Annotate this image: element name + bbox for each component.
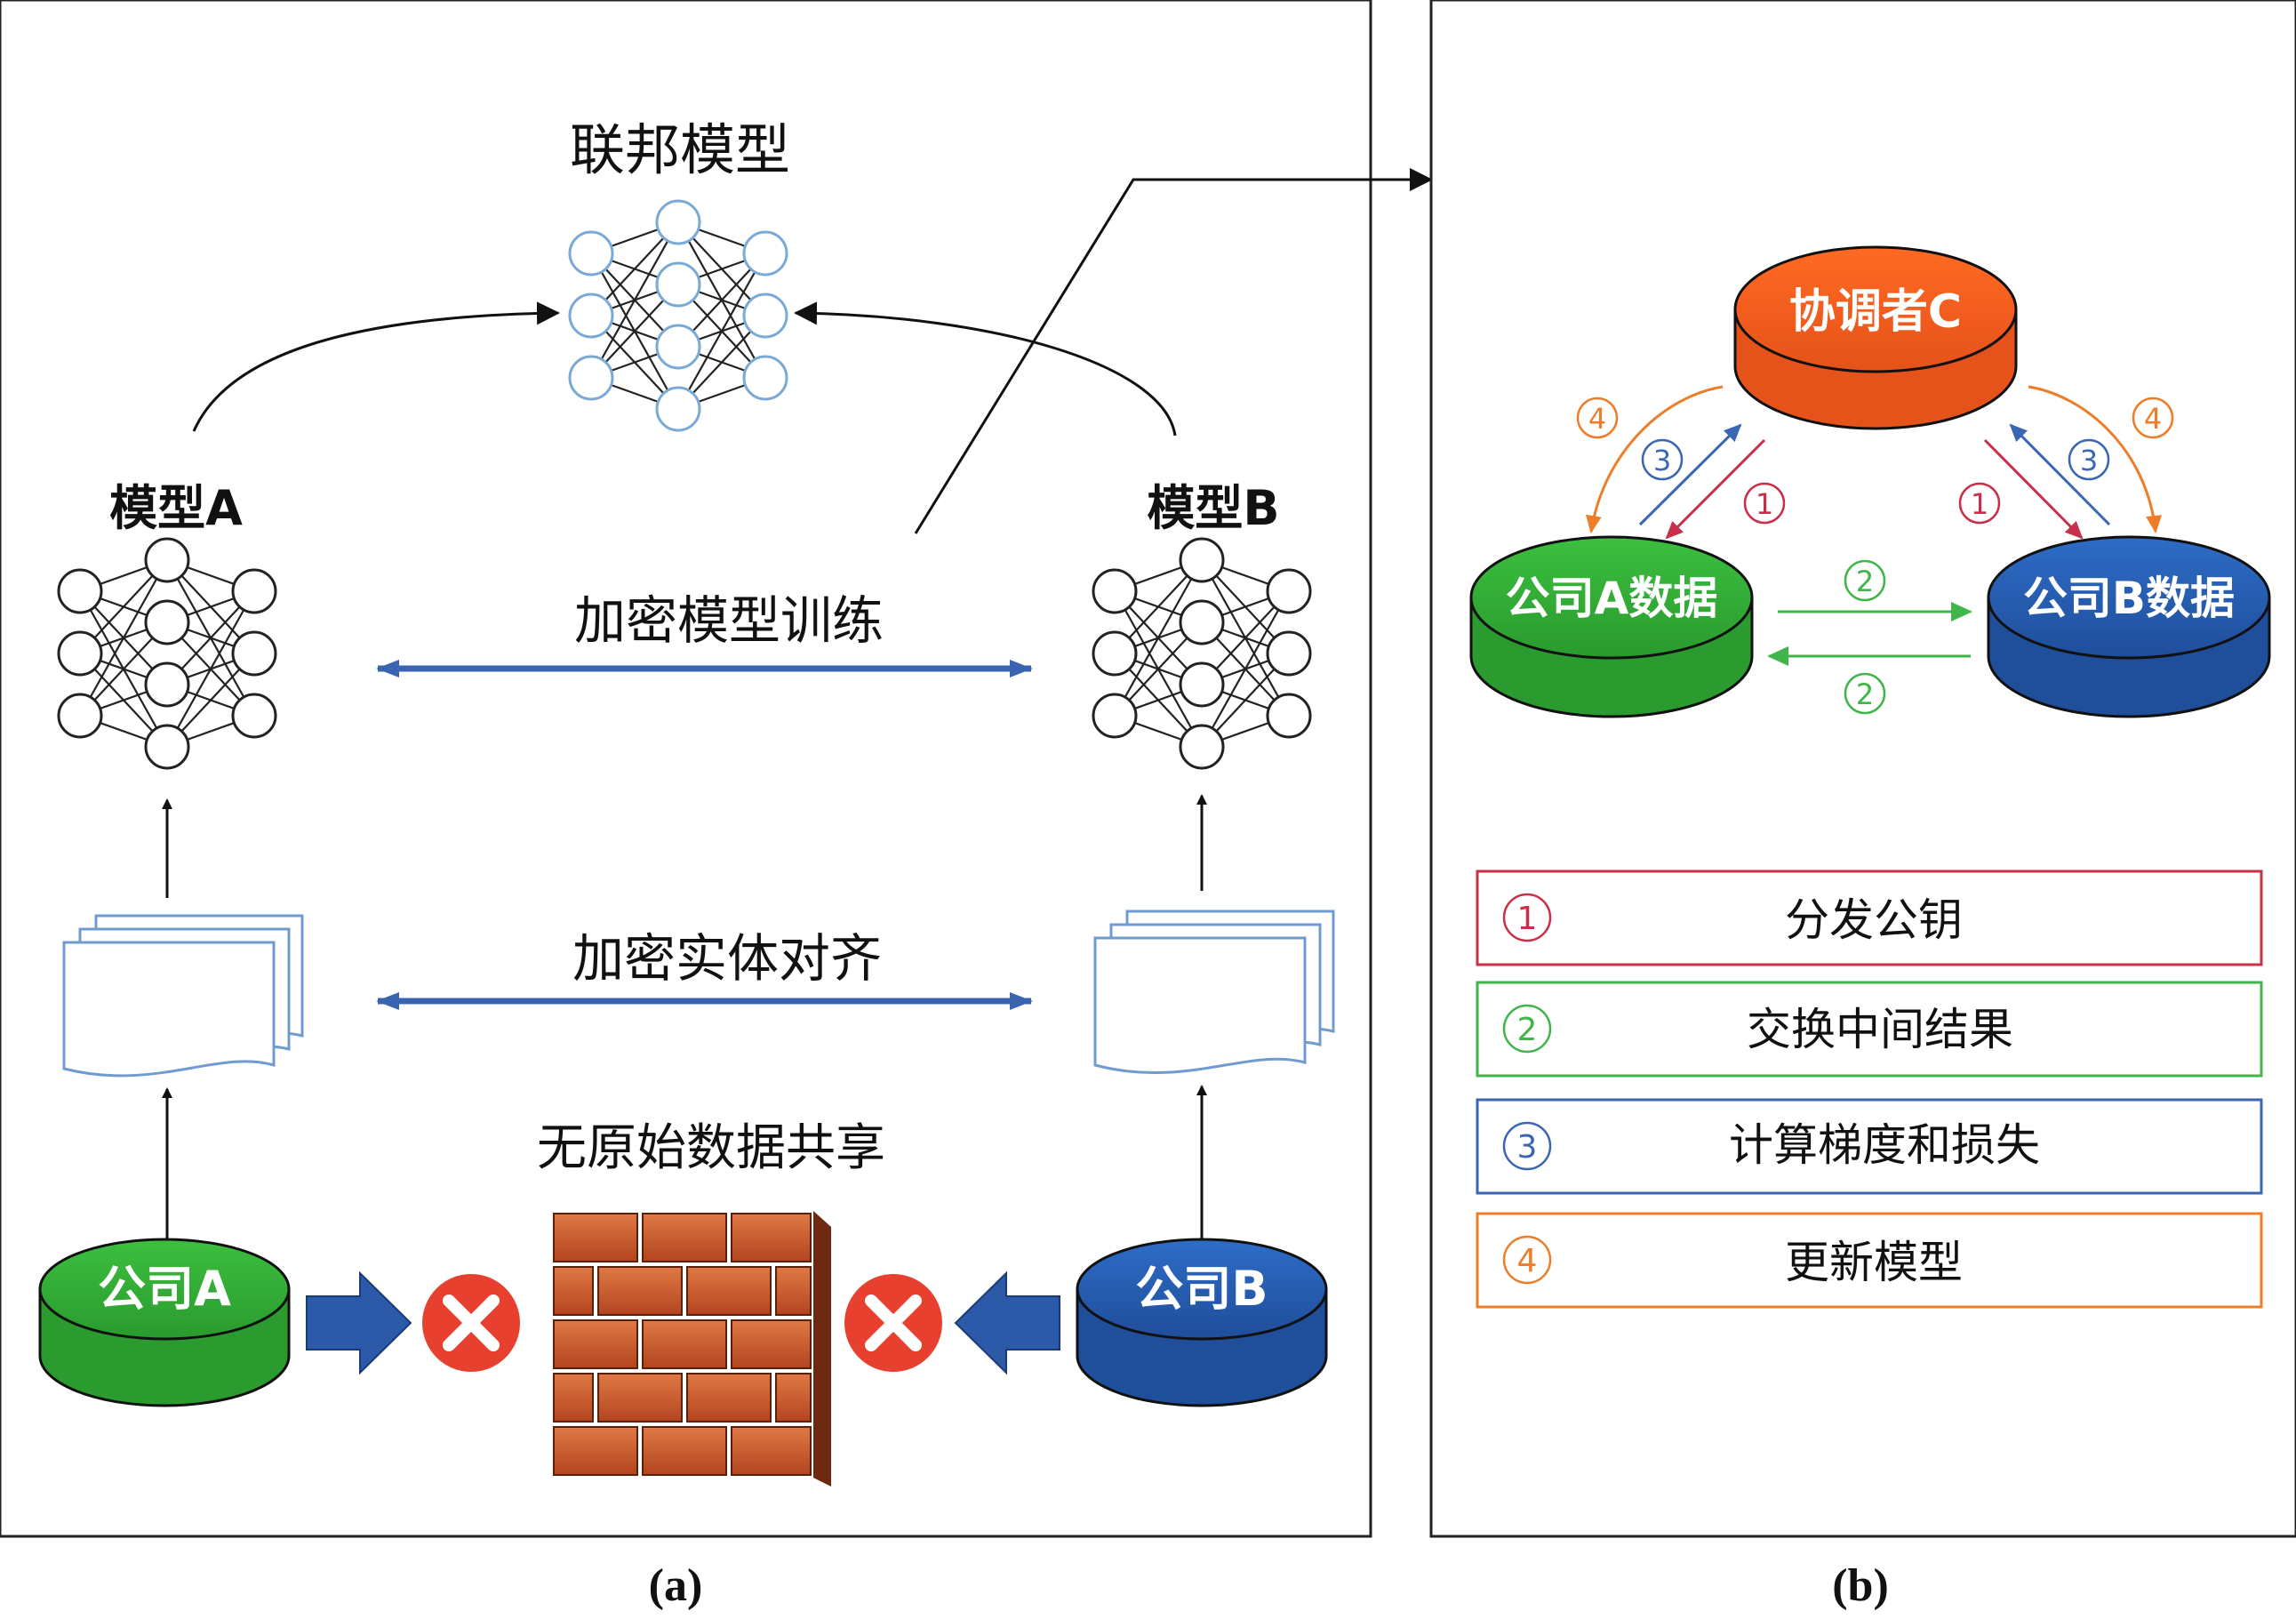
step1-arrow-right <box>1983 438 2084 540</box>
step1-marker-right: 1 <box>1958 482 2001 525</box>
svg-text:2: 2 <box>1856 677 1874 711</box>
company-a-block-arrow-icon <box>306 1270 412 1375</box>
legend-item-3: 3 计算梯度和损失 <box>1476 1098 2263 1195</box>
no-raw-data-sharing-label: 无原始数据共享 <box>537 1119 885 1177</box>
model-a-to-federated-arrow <box>192 301 560 432</box>
svg-text:3: 3 <box>2080 444 2098 477</box>
model-b-label: 模型B <box>1147 480 1279 536</box>
panel-a-caption: (a) <box>649 1560 703 1611</box>
panel-a-frame <box>0 0 1372 1538</box>
company-a-document-stack-icon <box>62 914 304 1078</box>
svg-text:1: 1 <box>1971 487 1988 521</box>
model-b-network-icon <box>1092 537 1312 770</box>
company-b-block-arrow-icon <box>954 1270 1060 1375</box>
step3-arrow-left <box>1638 423 1742 526</box>
company-b-label: 公司B <box>1135 1261 1268 1317</box>
step3-marker-left: 3 <box>1641 438 1684 481</box>
company-a-data-label: 公司A数据 <box>1506 573 1718 624</box>
panel-b-frame <box>1429 0 2296 1538</box>
step1-arrow-left <box>1665 438 1766 540</box>
coordinator-c-database-icon <box>1733 245 2018 430</box>
encrypted-alignment-label: 加密实体对齐 <box>572 928 882 989</box>
company-b-data-database-icon <box>1987 535 2271 718</box>
step2-marker-bottom: 2 <box>1844 672 1886 715</box>
step4-arrow-right <box>2028 385 2163 533</box>
federated-model-title: 联邦模型 <box>570 117 790 182</box>
model-b-to-federated-arrow <box>794 301 1177 437</box>
svg-text:1: 1 <box>1517 901 1538 937</box>
svg-text:2: 2 <box>1517 1012 1538 1048</box>
company-a-label: 公司A <box>98 1261 231 1317</box>
model-a-label: 模型A <box>109 480 243 536</box>
blocked-x-icon-left <box>422 1274 520 1372</box>
svg-text:4: 4 <box>1588 402 1606 436</box>
step4-marker-left: 4 <box>1576 397 1619 439</box>
svg-text:1: 1 <box>1756 487 1773 521</box>
step2-marker-top: 2 <box>1844 559 1886 602</box>
legend-item-1: 1 分发公钥 <box>1476 870 2263 966</box>
pointer-to-panel-b <box>914 168 1433 534</box>
company-a-database-icon <box>38 1238 291 1407</box>
svg-text:3: 3 <box>1517 1129 1538 1166</box>
step1-marker-left: 1 <box>1743 482 1786 525</box>
legend-text-3: 计算梯度和损失 <box>1729 1119 2040 1171</box>
company-b-data-label: 公司B数据 <box>2023 573 2235 624</box>
firewall-icon <box>553 1211 831 1487</box>
company-a-data-database-icon <box>1469 535 1754 718</box>
company-b-document-stack-icon <box>1093 910 1335 1075</box>
legend-item-4: 4 更新模型 <box>1476 1212 2263 1309</box>
svg-text:2: 2 <box>1856 565 1874 598</box>
encrypted-training-label: 加密模型训练 <box>574 590 884 651</box>
legend-item-2: 2 交换中间结果 <box>1476 981 2263 1078</box>
company-b-database-icon <box>1076 1238 1328 1407</box>
coordinator-c-label: 协调者C <box>1789 285 1962 339</box>
step4-marker-right: 4 <box>2132 397 2174 439</box>
blocked-x-icon-right <box>844 1274 942 1372</box>
step3-arrow-right <box>2009 423 2111 526</box>
svg-text:3: 3 <box>1653 444 1671 477</box>
federated-model-network-icon <box>568 199 788 432</box>
model-a-network-icon <box>57 537 277 770</box>
svg-text:4: 4 <box>1517 1243 1538 1279</box>
step3-marker-right: 3 <box>2068 438 2110 481</box>
legend-text-2: 交换中间结果 <box>1747 1004 2013 1055</box>
legend-text-1: 分发公钥 <box>1785 894 1963 946</box>
legend-text-4: 更新模型 <box>1785 1237 1963 1288</box>
panel-b-caption: (b) <box>1832 1560 1889 1611</box>
step4-arrow-left <box>1585 385 1724 533</box>
svg-text:4: 4 <box>2144 402 2162 436</box>
